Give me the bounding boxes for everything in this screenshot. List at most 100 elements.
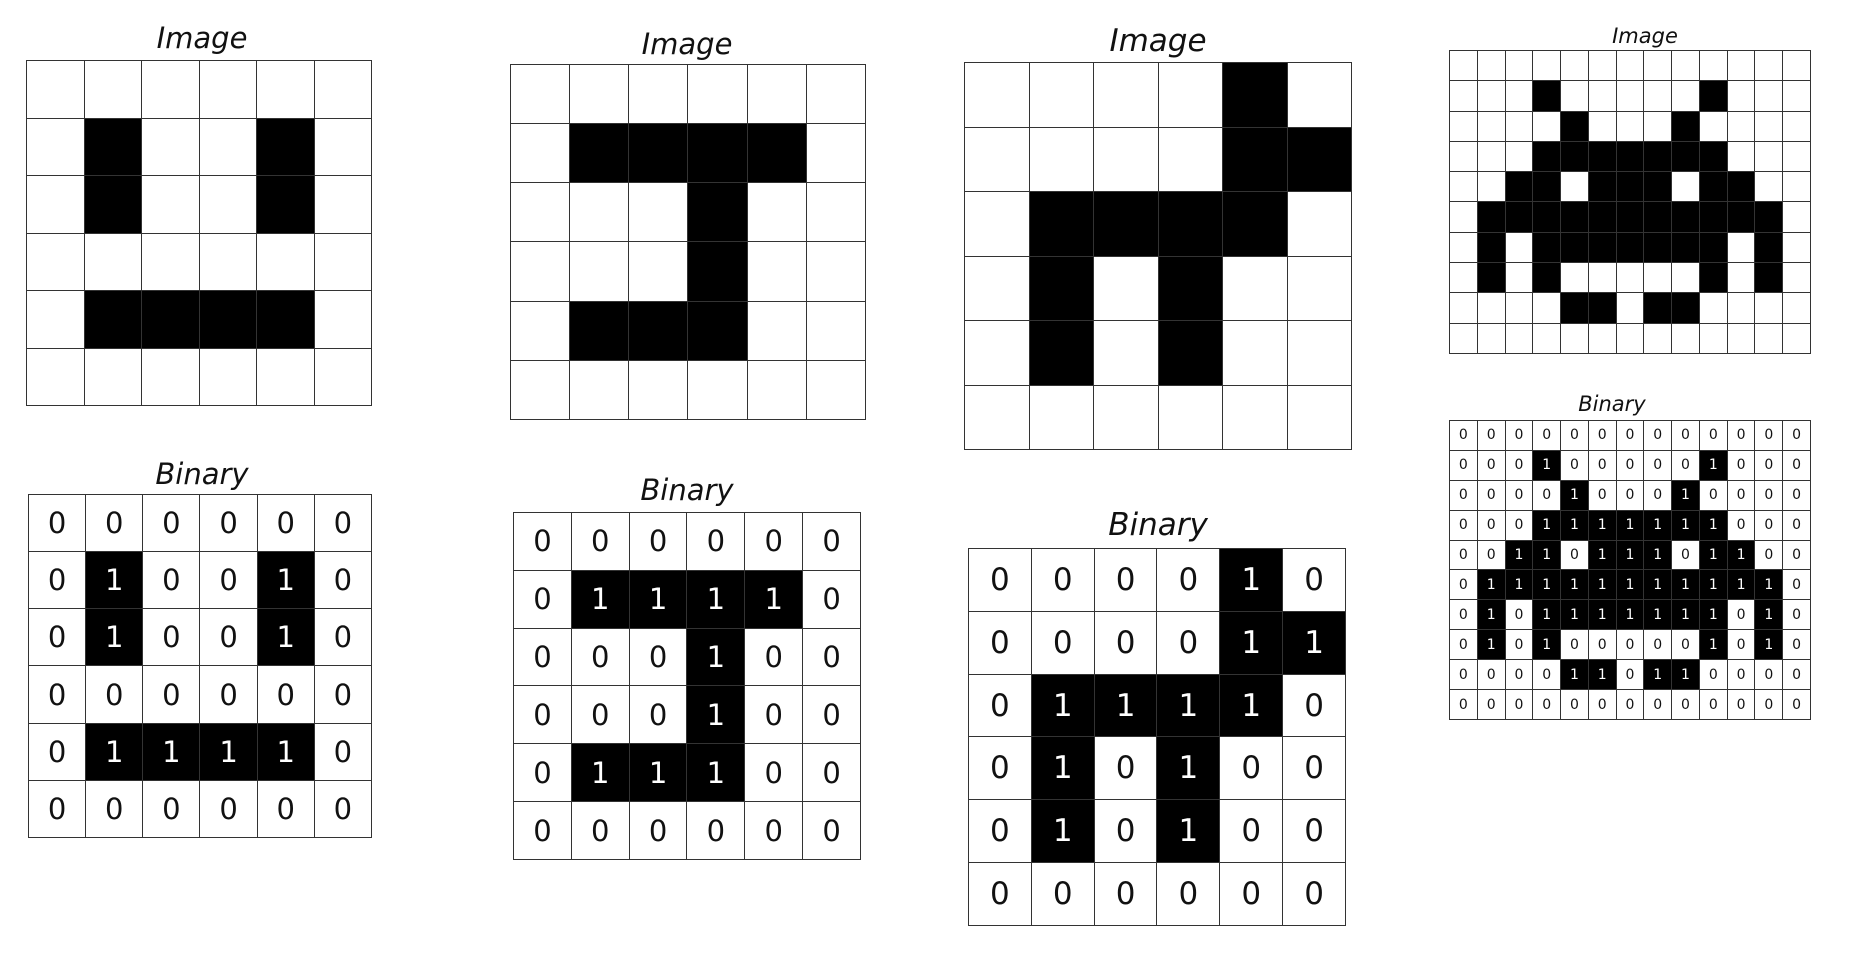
pixel-cell xyxy=(83,60,142,119)
binary-cell: 0 xyxy=(1504,449,1534,481)
binary-cell: 1 xyxy=(628,743,688,803)
pixel-cell xyxy=(256,60,315,119)
grid-row xyxy=(1449,292,1811,324)
pixel-cell xyxy=(1587,140,1617,173)
pixel-cell xyxy=(1532,80,1562,112)
pixel-cell xyxy=(1782,231,1811,264)
binary-cell: 0 xyxy=(1754,449,1784,481)
pixel-cell xyxy=(1782,262,1811,294)
pixel-cell xyxy=(805,182,867,243)
binary-cell: 0 xyxy=(1532,420,1562,451)
binary-cell: 1 xyxy=(256,608,315,667)
pixel-cell xyxy=(628,300,689,361)
pixel-cell xyxy=(1643,262,1673,294)
binary-cell: 0 xyxy=(1560,539,1589,571)
binary-cell: 1 xyxy=(1754,599,1784,631)
image-title: Image xyxy=(156,21,248,55)
binary-cell: 0 xyxy=(1587,689,1617,720)
binary-cell: 1 xyxy=(1560,659,1589,691)
binary-cell: 1 xyxy=(1671,479,1700,511)
binary-cell: 0 xyxy=(1504,629,1534,661)
pixel-cell xyxy=(1504,110,1534,142)
binary-cell: 0 xyxy=(1726,509,1756,541)
binary-cell: 0 xyxy=(1476,659,1506,691)
pixel-cell xyxy=(1504,292,1534,324)
pixel-cell xyxy=(1504,322,1534,355)
pixel-cell xyxy=(805,359,867,421)
binary-cell: 0 xyxy=(142,665,201,724)
pixel-cell xyxy=(1754,80,1784,112)
binary-cell: 0 xyxy=(686,801,746,860)
pixel-cell xyxy=(1587,262,1617,294)
binary-cell: 0 xyxy=(1449,479,1478,511)
grid-row xyxy=(1449,49,1811,82)
binary-cell: 0 xyxy=(1782,629,1811,661)
pixel-cell xyxy=(1726,80,1756,112)
grid-row xyxy=(509,63,867,125)
binary-cell: 1 xyxy=(1532,539,1562,571)
pixel-cell xyxy=(1476,110,1506,142)
binary-cell: 1 xyxy=(1643,599,1673,631)
pixel-cell xyxy=(1449,80,1478,112)
pixel-cell xyxy=(198,232,257,291)
pixel-cell xyxy=(687,300,748,361)
binary-cell: 0 xyxy=(1643,420,1673,451)
pixel-cell xyxy=(1532,171,1562,203)
binary-cell: 1 xyxy=(1698,539,1728,571)
pixel-cell xyxy=(964,320,1030,386)
binary-cell: 0 xyxy=(1698,689,1728,720)
binary-cell: 0 xyxy=(1615,659,1645,691)
pixel-cell xyxy=(1643,292,1673,324)
pixel-cell xyxy=(1476,292,1506,324)
binary-cell: 0 xyxy=(1643,479,1673,511)
binary-cell: 0 xyxy=(513,627,572,687)
pixel-cell xyxy=(1560,110,1589,142)
binary-cell: 1 xyxy=(1671,569,1700,601)
pixel-cell xyxy=(509,182,571,243)
binary-cell: 0 xyxy=(1560,420,1589,451)
binary-cell: 0 xyxy=(1754,659,1784,691)
pixel-cell xyxy=(1671,110,1700,142)
binary-cell: 0 xyxy=(1093,610,1158,675)
binary-cell: 0 xyxy=(802,627,861,687)
binary-cell: 0 xyxy=(199,779,258,839)
binary-cell: 0 xyxy=(313,722,373,781)
pixel-cell xyxy=(509,63,571,125)
binary-cell: 1 xyxy=(1615,539,1645,571)
binary-cell: 0 xyxy=(313,608,373,667)
pixel-cell xyxy=(1782,49,1811,82)
binary-cell: 1 xyxy=(1030,673,1095,738)
pixel-cell xyxy=(1754,110,1784,142)
binary-cell: 0 xyxy=(513,685,572,745)
pixel-cell xyxy=(1028,126,1094,192)
pixel-cell xyxy=(1449,292,1478,324)
grid-row xyxy=(509,241,867,302)
binary-cell: 1 xyxy=(1726,539,1756,571)
pixel-cell xyxy=(1476,262,1506,294)
pixel-cell xyxy=(313,232,372,291)
binary-cell: 1 xyxy=(1476,629,1506,661)
pixel-cell xyxy=(1504,201,1534,233)
pixel-grid xyxy=(26,60,372,406)
grid-row xyxy=(1449,201,1811,233)
grid-row xyxy=(1449,80,1811,112)
binary-cell: 1 xyxy=(744,569,804,629)
binary-cell: 0 xyxy=(199,665,258,724)
pixel-cell xyxy=(1698,140,1728,173)
binary-cell: 0 xyxy=(1156,548,1221,612)
binary-cell: 0 xyxy=(1449,689,1478,720)
binary-cell: 0 xyxy=(1156,862,1221,926)
binary-cell: 1 xyxy=(1698,509,1728,541)
binary-cell: 0 xyxy=(1782,599,1811,631)
pixel-cell xyxy=(1532,110,1562,142)
pixel-cell xyxy=(256,175,315,234)
binary-cell: 1 xyxy=(1560,599,1589,631)
pixel-cell xyxy=(569,300,630,361)
pixel-cell xyxy=(1286,320,1352,386)
binary-cell: 1 xyxy=(1698,599,1728,631)
pixel-cell xyxy=(1754,322,1784,355)
pixel-cell xyxy=(1222,126,1288,192)
